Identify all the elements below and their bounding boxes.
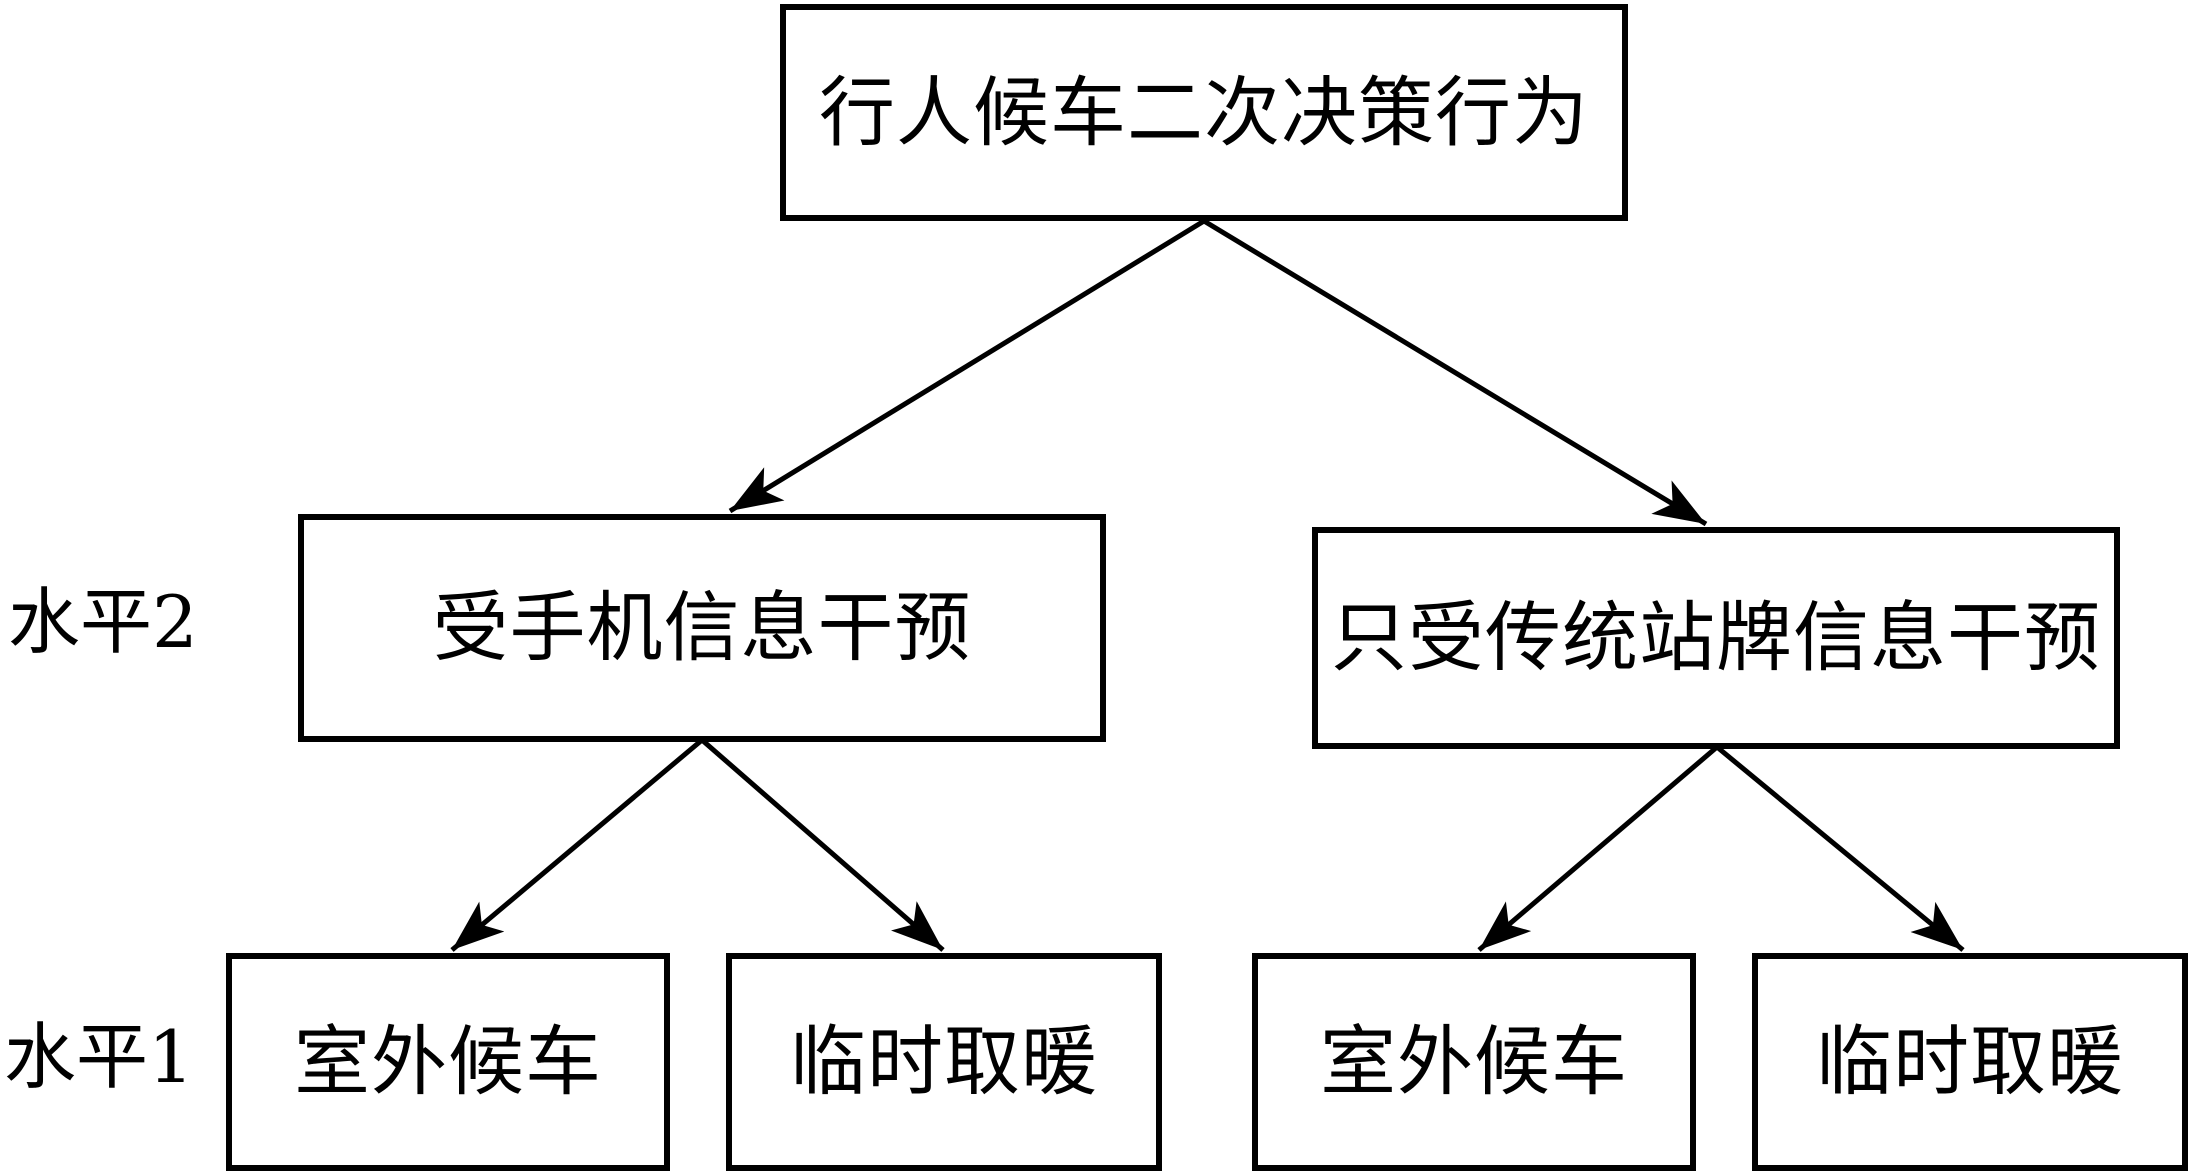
node-outdoor-waiting-left: 室外候车: [226, 953, 670, 1171]
node-temporary-warming-left: 临时取暖: [726, 953, 1162, 1171]
edge-root-to-sign-intervention: [1202, 218, 1708, 527]
node-phone-info-intervention: 受手机信息干预: [298, 514, 1106, 742]
edge-phone-to-outdoor-waiting: [450, 738, 704, 952]
edge-phone-to-temporary-warming: [700, 738, 945, 952]
edge-sign-to-temporary-warming: [1715, 745, 1965, 952]
node-root-pedestrian-decision: 行人候车二次决策行为: [780, 4, 1628, 221]
node-outdoor-waiting-right: 室外候车: [1252, 953, 1696, 1171]
node-temporary-warming-right: 临时取暖: [1752, 953, 2188, 1171]
edge-root-to-phone-intervention: [728, 218, 1206, 514]
node-traditional-sign-intervention: 只受传统站牌信息干预: [1312, 527, 2120, 749]
axis-label-level2: 水平2: [8, 580, 198, 664]
edge-sign-to-outdoor-waiting: [1477, 745, 1719, 952]
axis-label-level1: 水平1: [4, 1015, 194, 1099]
